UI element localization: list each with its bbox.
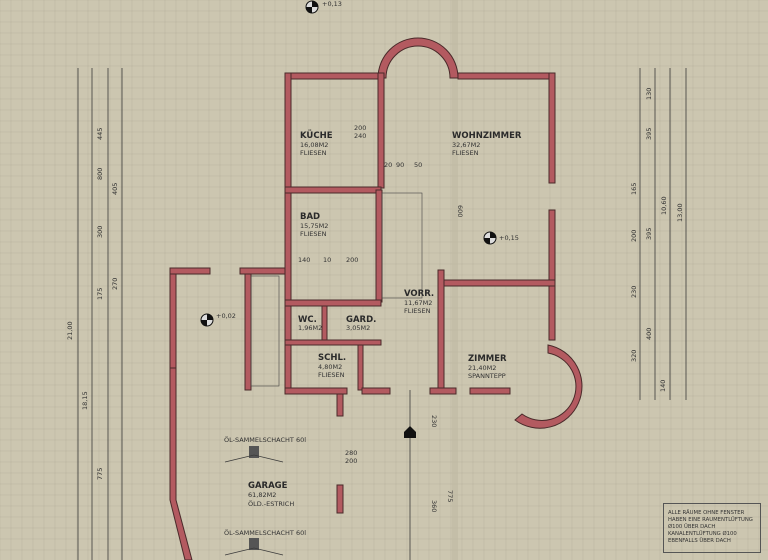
- oil-shaft-1: ÖL-SAMMELSCHACHT 60l: [224, 435, 306, 463]
- dim-label: 240: [354, 132, 366, 140]
- note-line: Ø100 ÜBER DACH: [668, 524, 716, 530]
- dim-label: 320: [630, 350, 638, 362]
- dim-label: 360: [430, 500, 438, 512]
- level-marker-living: +0,15: [483, 231, 519, 245]
- note-line: KANALENTLÜFTUNG Ø100: [668, 531, 737, 537]
- dim-label: 90: [396, 161, 404, 169]
- dim-label: 270: [111, 278, 119, 290]
- svg-text:BAD: BAD: [300, 212, 320, 222]
- dim-label: 200: [346, 256, 358, 264]
- dim-label: 230: [630, 286, 638, 298]
- dim-label: 775: [96, 468, 104, 480]
- dim-label: 395: [645, 128, 653, 140]
- note-line: HABEN EINE RAUMENTLÜFTUNG: [668, 517, 753, 523]
- svg-text:+0,13: +0,13: [322, 0, 342, 8]
- dim-label: 445: [96, 128, 104, 140]
- dim-label: 600: [456, 205, 464, 217]
- dim-label: 140: [298, 256, 310, 264]
- svg-text:VORR.: VORR.: [404, 289, 434, 299]
- svg-text:+0,02: +0,02: [216, 312, 236, 320]
- svg-text:4,80M2: 4,80M2: [318, 363, 342, 371]
- svg-text:SPANNTEPP: SPANNTEPP: [468, 372, 506, 380]
- svg-text:FLIESEN: FLIESEN: [300, 149, 327, 157]
- svg-text:+0,15: +0,15: [499, 234, 519, 242]
- dim-label: 20: [384, 161, 392, 169]
- dim-label: 10,60: [660, 196, 668, 215]
- svg-text:FLIESEN: FLIESEN: [452, 149, 479, 157]
- note-line: EBENFALLS ÜBER DACH: [668, 538, 731, 544]
- level-marker-top: +0,13: [305, 0, 342, 14]
- walls: [169, 72, 556, 560]
- dim-label: 800: [96, 168, 104, 180]
- svg-text:3,05M2: 3,05M2: [346, 324, 370, 332]
- dimension-lines: [77, 68, 687, 560]
- svg-text:ÖLD.-ESTRICH: ÖLD.-ESTRICH: [248, 499, 294, 508]
- svg-text:21,40M2: 21,40M2: [468, 364, 496, 372]
- svg-text:WC.: WC.: [298, 315, 317, 325]
- svg-text:1,96M2: 1,96M2: [298, 324, 322, 332]
- dim-label: 200: [345, 457, 357, 465]
- svg-text:WOHNZIMMER: WOHNZIMMER: [452, 131, 522, 141]
- dim-left-total: 21,00: [66, 321, 74, 340]
- dim-label: 395: [645, 228, 653, 240]
- svg-text:61,82M2: 61,82M2: [248, 491, 276, 499]
- dim-label: 230: [430, 415, 438, 427]
- svg-text:FLIESEN: FLIESEN: [404, 307, 431, 315]
- dim-label: 280: [345, 449, 357, 457]
- dim-label: 405: [111, 183, 119, 195]
- dim-label: 400: [645, 328, 653, 340]
- svg-text:ZIMMER: ZIMMER: [468, 354, 507, 364]
- svg-text:11,67M2: 11,67M2: [404, 299, 432, 307]
- dim-label: 775: [446, 490, 454, 502]
- dim-label: 175: [96, 288, 104, 300]
- svg-text:SCHL.: SCHL.: [318, 353, 346, 363]
- svg-text:FLIESEN: FLIESEN: [300, 230, 327, 238]
- dim-label: 300: [96, 226, 104, 238]
- dim-label: 50: [414, 161, 422, 169]
- svg-text:15,75M2: 15,75M2: [300, 222, 328, 230]
- ventilation-note: ALLE RÄUME OHNE FENSTER HABEN EINE RAUME…: [663, 503, 761, 553]
- dim-label: 165: [630, 183, 638, 195]
- svg-text:FLIESEN: FLIESEN: [318, 371, 345, 379]
- dim-label: 10: [323, 256, 331, 264]
- oil-shaft-2: ÖL-SAMMELSCHACHT 60l: [224, 528, 306, 556]
- svg-text:GARAGE: GARAGE: [248, 481, 288, 491]
- note-line: ALLE RÄUME OHNE FENSTER: [668, 510, 745, 516]
- dim-label: 13,00: [676, 203, 684, 222]
- svg-text:GARD.: GARD.: [346, 315, 376, 325]
- svg-text:32,67M2: 32,67M2: [452, 141, 480, 149]
- dim-label: 200: [630, 230, 638, 242]
- room-wc: WC.1,96M2: [298, 315, 322, 332]
- svg-text:KÜCHE: KÜCHE: [300, 130, 333, 141]
- svg-text:ÖL-SAMMELSCHACHT 60l: ÖL-SAMMELSCHACHT 60l: [224, 435, 306, 444]
- bay-window-right: [514, 344, 583, 429]
- dim-label: 130: [645, 88, 653, 100]
- level-marker-garage: +0,02: [200, 312, 236, 327]
- dimension-labels: 21,00 18,15 800 445 405 300 270 175 775 …: [66, 88, 684, 513]
- entrance-arrow-icon: [404, 426, 416, 438]
- dim-label: 140: [659, 380, 667, 392]
- svg-text:ÖL-SAMMELSCHACHT 60l: ÖL-SAMMELSCHACHT 60l: [224, 528, 306, 537]
- svg-text:16,08M2: 16,08M2: [300, 141, 328, 149]
- room-garderobe: GARD.3,05M2: [346, 315, 376, 332]
- staircase: [250, 192, 423, 387]
- dim-label: 200: [354, 124, 366, 132]
- dim-left-total-2: 18,15: [81, 391, 89, 410]
